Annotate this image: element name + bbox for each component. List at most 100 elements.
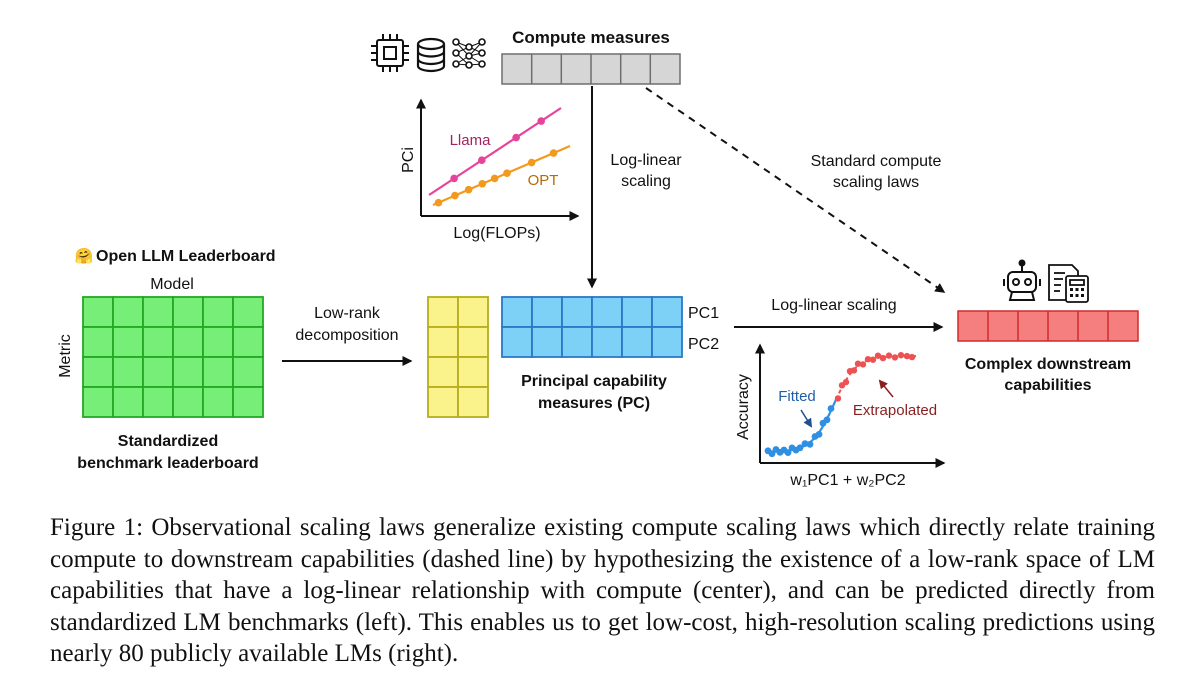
opt-point xyxy=(490,174,499,183)
figure-caption: Figure 1: Observational scaling laws gen… xyxy=(50,514,1155,667)
extrapolated-point xyxy=(908,353,916,361)
pc-flops-plot: PCi Log(FLOPs) Llama OPT xyxy=(400,98,580,242)
fitted-point xyxy=(823,416,831,424)
leaderboard-cell xyxy=(142,386,174,418)
leaderboard-cell xyxy=(172,326,204,358)
fitted-label: Fitted xyxy=(778,388,816,405)
pc-cell xyxy=(501,326,533,358)
leaderboard-cell xyxy=(142,296,174,328)
database-icon xyxy=(416,37,446,73)
combo-axis-label: w₁PC1 + w₂PC2 xyxy=(789,472,905,489)
fitted-point xyxy=(796,444,804,452)
standard-laws-dashed-arrow xyxy=(645,87,946,293)
low-rank-cell xyxy=(457,356,489,388)
leaderboard-cell xyxy=(82,326,114,358)
opt-point xyxy=(549,149,558,157)
low-rank-cell xyxy=(457,326,489,358)
low-rank-factor-matrix xyxy=(427,296,489,418)
leaderboard-cell xyxy=(232,326,264,358)
extrapolated-point xyxy=(869,356,877,363)
leaderboard-cell xyxy=(172,356,204,388)
fitted-point xyxy=(815,431,823,438)
opt-point xyxy=(478,179,487,188)
leaderboard-cell xyxy=(202,326,234,358)
fitted-points xyxy=(764,405,835,458)
pc-cell xyxy=(621,326,653,358)
low-rank-cell xyxy=(427,296,459,328)
low-rank-cell xyxy=(427,326,459,358)
fitted-point xyxy=(827,405,835,412)
extrapolated-point xyxy=(891,354,899,361)
fitted-point xyxy=(784,449,792,456)
leaderboard-cell xyxy=(82,386,114,418)
llama-point xyxy=(478,156,486,164)
calculator-icon xyxy=(1065,275,1089,303)
model-label: Model xyxy=(150,276,194,293)
leaderboard-cell xyxy=(112,296,144,328)
log-linear-horizontal-label: Log-linear scaling xyxy=(771,297,896,314)
pc-cell xyxy=(531,296,563,328)
leaderboard-caption-line2: benchmark leaderboard xyxy=(77,455,258,472)
fitted-point xyxy=(806,440,814,448)
extrapolated-point xyxy=(842,378,850,386)
extrapolated-point xyxy=(903,352,911,360)
leaderboard-cell xyxy=(202,296,234,328)
pc2-label: PC2 xyxy=(688,336,719,353)
leaderboard-cell xyxy=(112,386,144,418)
fitted-point xyxy=(801,440,809,447)
llama-points xyxy=(450,117,545,183)
leaderboard-cell xyxy=(202,356,234,388)
cpu-chip-icon xyxy=(371,34,409,72)
accuracy-plot: Accuracy w₁PC1 + w₂PC2 Fitted Extrapolat… xyxy=(735,343,946,489)
extrapolated-label: Extrapolated xyxy=(853,402,937,419)
flops-axis-label: Log(FLOPs) xyxy=(453,225,540,242)
principal-capability-matrix xyxy=(501,296,683,358)
leaderboard-caption-line1: Standardized xyxy=(118,433,218,450)
opt-point xyxy=(464,185,473,194)
log-linear-label-line1: Log-linear xyxy=(610,152,682,169)
pc-caption-line1: Principal capability xyxy=(521,373,667,390)
standard-laws-line2: scaling laws xyxy=(833,174,919,191)
extrapolated-point xyxy=(864,356,872,363)
figure-diagram: Compute measures PCi Log(FLOPs) Llama OP… xyxy=(57,28,1139,489)
opt-point xyxy=(527,158,536,167)
low-rank-line1: Low-rank xyxy=(314,305,381,322)
pc-cell xyxy=(561,296,593,328)
leaderboard-cell xyxy=(142,326,174,358)
neural-network-icon xyxy=(452,38,486,69)
extrapolated-point xyxy=(859,361,867,368)
low-rank-line2: decomposition xyxy=(295,327,398,344)
leaderboard-cell xyxy=(232,296,264,328)
downstream-caption-line1: Complex downstream xyxy=(965,356,1131,373)
llama-point xyxy=(512,133,520,142)
extrapolated-point xyxy=(850,367,858,374)
standard-laws-line1: Standard compute xyxy=(811,153,942,170)
pc1-label: PC1 xyxy=(688,305,719,322)
compute-measures-bar xyxy=(501,53,681,85)
downstream-capabilities-bar xyxy=(957,310,1139,342)
leaderboard-cell xyxy=(82,296,114,328)
low-rank-cell xyxy=(427,386,459,418)
extrapolated-point xyxy=(854,360,862,367)
opt-points xyxy=(434,149,558,207)
pc-cell xyxy=(531,326,563,358)
low-rank-cell xyxy=(457,296,489,328)
extrapolated-point xyxy=(897,352,905,359)
pc-cell xyxy=(591,296,623,328)
leaderboard-emoji: 🤗 xyxy=(75,247,94,265)
leaderboard-cell xyxy=(112,356,144,388)
low-rank-cell xyxy=(427,356,459,388)
opt-label: OPT xyxy=(528,172,559,189)
fitted-pointer xyxy=(800,409,813,428)
pc-cell xyxy=(621,296,653,328)
pc-axis-label: PCi xyxy=(400,147,417,173)
leaderboard-cell xyxy=(172,386,204,418)
opt-point xyxy=(503,169,511,177)
opt-point xyxy=(451,191,459,200)
extrapolated-points xyxy=(834,352,916,402)
extrapolated-point xyxy=(874,352,882,359)
robot-icon xyxy=(1003,259,1041,301)
extrapolated-curve xyxy=(835,355,916,401)
extrapolated-point xyxy=(885,352,893,359)
accuracy-axis-label: Accuracy xyxy=(735,374,752,440)
